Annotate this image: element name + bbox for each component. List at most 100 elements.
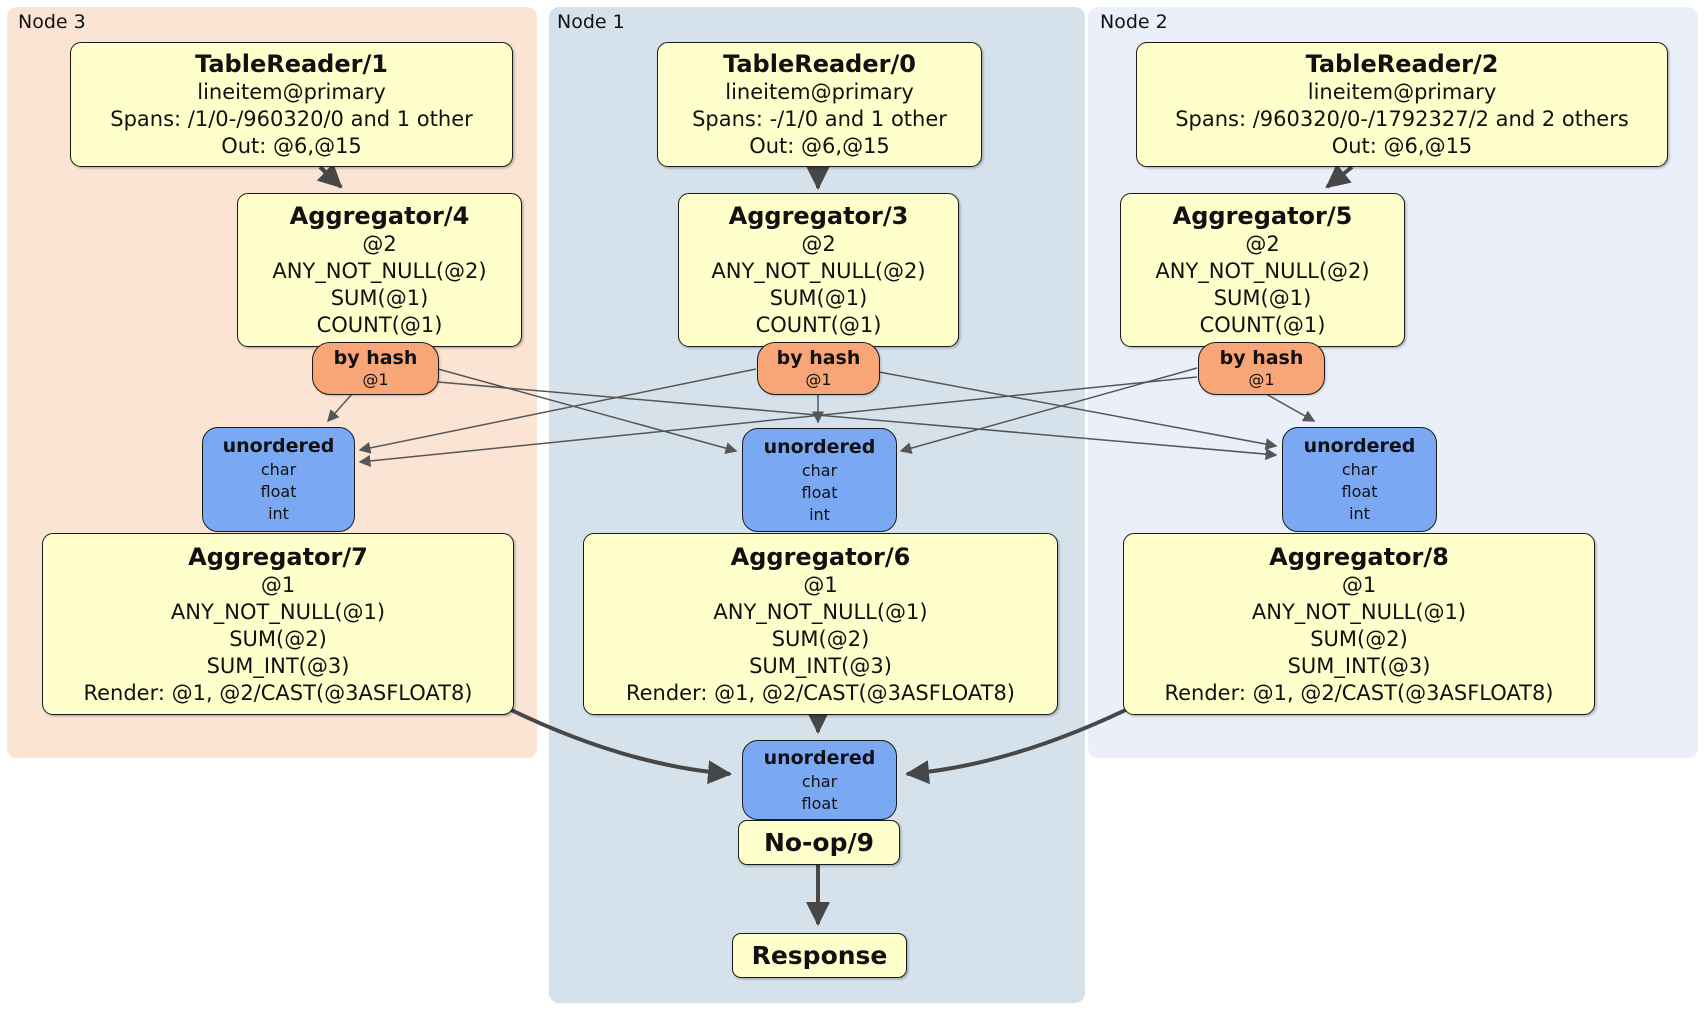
router-title: by hash: [776, 347, 861, 369]
box-line: @2: [1245, 232, 1280, 256]
box-aggregator-8: Aggregator/8 @1 ANY_NOT_NULL(@1) SUM(@2)…: [1123, 533, 1595, 715]
box-tablereader-1: TableReader/1 lineitem@primary Spans: /1…: [70, 42, 513, 167]
box-title: TableReader/0: [723, 50, 916, 78]
box-line: ANY_NOT_NULL(@2): [1155, 259, 1370, 283]
stream-title: unordered: [763, 435, 876, 458]
box-line: lineitem@primary: [197, 80, 386, 104]
router-title: by hash: [333, 347, 418, 369]
stream-unordered-final: unordered char float: [742, 740, 897, 820]
stream-line: char: [260, 460, 297, 479]
box-line: Out: @6,@15: [1331, 134, 1473, 158]
edge-agg7-final: [496, 701, 732, 785]
box-line: SUM(@2): [771, 626, 870, 651]
box-aggregator-4: Aggregator/4 @2 ANY_NOT_NULL(@2) SUM(@1)…: [237, 193, 522, 347]
stream-line: float: [1341, 482, 1378, 501]
box-line: ANY_NOT_NULL(@2): [272, 259, 487, 283]
edge-agg8-final: [905, 701, 1141, 785]
stream-line: char: [801, 771, 838, 791]
stream-line: float: [801, 482, 838, 502]
router-by-hash-5: by hash @1: [1198, 342, 1325, 395]
box-line: ANY_NOT_NULL(@1): [170, 599, 386, 624]
box-title: Aggregator/8: [1269, 542, 1449, 571]
box-line: SUM(@2): [1310, 626, 1408, 651]
box-line: Spans: -/1/0 and 1 other: [692, 107, 947, 131]
box-line: lineitem@primary: [1307, 80, 1497, 104]
box-title: No-op/9: [763, 828, 875, 857]
stream-title: unordered: [1303, 435, 1416, 457]
box-line: @2: [362, 232, 397, 256]
router-line: @1: [805, 370, 832, 389]
stream-unordered-node1: unordered char float int: [742, 428, 897, 532]
stream-line: int: [1349, 504, 1370, 523]
box-line: ANY_NOT_NULL(@2): [711, 259, 926, 283]
box-line: Out: @6,@15: [221, 134, 362, 158]
router-title: by hash: [1219, 347, 1304, 369]
box-line: @1: [260, 572, 296, 597]
box-aggregator-5: Aggregator/5 @2 ANY_NOT_NULL(@2) SUM(@1)…: [1120, 193, 1405, 347]
box-line: SUM_INT(@3): [749, 653, 892, 678]
edge-tr1-agg4: [316, 163, 343, 189]
box-line: lineitem@primary: [725, 80, 914, 104]
box-title: Response: [751, 941, 888, 970]
box-line: Render: @1, @2/CAST(@3ASFLOAT8): [625, 680, 1016, 705]
box-line: @2: [801, 232, 836, 256]
stream-line: char: [1341, 460, 1378, 479]
box-line: SUM(@1): [769, 286, 868, 310]
box-noop-9: No-op/9: [738, 820, 900, 865]
stream-line: int: [268, 504, 289, 523]
box-title: Aggregator/7: [188, 542, 368, 571]
edge-router3-stream2: [878, 371, 1278, 450]
router-line: @1: [362, 370, 389, 389]
node3-label: Node 3: [18, 11, 86, 33]
box-aggregator-6: Aggregator/6 @1 ANY_NOT_NULL(@1) SUM(@2)…: [583, 533, 1058, 715]
stream-line: char: [801, 460, 838, 480]
box-line: SUM(@1): [330, 286, 429, 310]
edge-router5-stream1: [899, 367, 1198, 454]
box-line: COUNT(@1): [755, 313, 882, 337]
box-title: Aggregator/5: [1172, 202, 1353, 230]
stream-unordered-node3: unordered char float int: [202, 427, 355, 532]
edge-router4-stream2: [437, 381, 1278, 461]
node2-label: Node 2: [1100, 11, 1168, 33]
box-tablereader-2: TableReader/2 lineitem@primary Spans: /9…: [1136, 42, 1668, 167]
box-line: Render: @1, @2/CAST(@3ASFLOAT8): [1164, 680, 1554, 705]
stream-line: float: [801, 793, 838, 813]
node1-label: Node 1: [557, 11, 625, 33]
box-aggregator-3: Aggregator/3 @2 ANY_NOT_NULL(@2) SUM(@1)…: [678, 193, 959, 347]
box-tablereader-0: TableReader/0 lineitem@primary Spans: -/…: [657, 42, 982, 167]
box-line: Spans: /1/0-/960320/0 and 1 other: [110, 107, 473, 131]
edge-router4-stream3: [327, 393, 353, 423]
box-line: SUM(@2): [229, 626, 327, 651]
edge-router3-stream3: [358, 368, 757, 454]
box-title: TableReader/2: [1305, 50, 1499, 78]
stream-unordered-node2: unordered char float int: [1282, 427, 1437, 532]
stream-line: int: [809, 504, 830, 524]
stream-title: unordered: [222, 435, 335, 457]
box-line: Spans: /960320/0-/1792327/2 and 2 others: [1175, 107, 1629, 131]
box-line: ANY_NOT_NULL(@1): [713, 599, 928, 624]
stream-line: float: [260, 482, 297, 501]
edge-tr2-agg5: [1325, 163, 1354, 189]
box-line: COUNT(@1): [1199, 313, 1326, 337]
box-title: Aggregator/3: [728, 202, 909, 230]
edge-router5-stream2: [1265, 393, 1316, 422]
router-by-hash-3: by hash @1: [757, 342, 880, 395]
box-line: @1: [1341, 572, 1377, 597]
box-title: Aggregator/6: [730, 542, 911, 571]
box-line: Render: @1, @2/CAST(@3ASFLOAT8): [83, 680, 473, 705]
edge-router4-stream1: [437, 368, 738, 454]
box-line: ANY_NOT_NULL(@1): [1251, 599, 1467, 624]
box-title: TableReader/1: [195, 50, 388, 78]
box-aggregator-7: Aggregator/7 @1 ANY_NOT_NULL(@1) SUM(@2)…: [42, 533, 514, 715]
box-line: SUM_INT(@3): [1287, 653, 1431, 678]
edge-router5-stream3: [358, 376, 1198, 467]
box-line: SUM(@1): [1213, 286, 1312, 310]
box-line: Out: @6,@15: [749, 134, 890, 158]
box-line: SUM_INT(@3): [206, 653, 350, 678]
box-title: Aggregator/4: [289, 202, 470, 230]
router-line: @1: [1248, 370, 1275, 389]
box-response: Response: [732, 933, 907, 978]
router-by-hash-4: by hash @1: [312, 342, 439, 395]
